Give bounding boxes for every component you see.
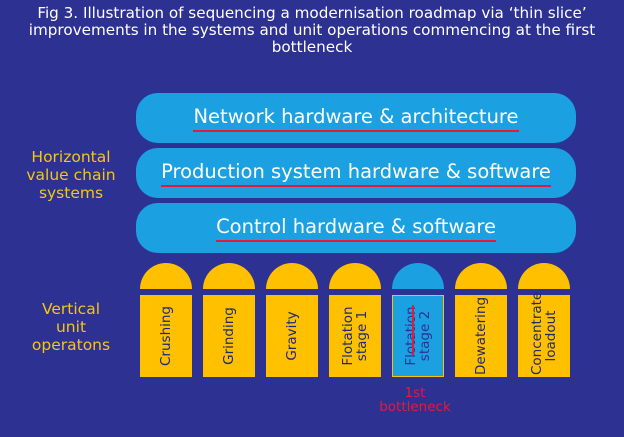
- bottleneck-marker-line: [412, 305, 414, 355]
- horizontal-label-line-1: Horizontal: [31, 148, 111, 166]
- unit-label-gravity: Gravity: [284, 311, 300, 361]
- unit-dome-crushing: [140, 263, 192, 289]
- unit-label-flotation-2: Flotation stage 2: [403, 306, 433, 366]
- horizontal-label-line-2: value chain: [26, 166, 116, 184]
- figure-caption: Fig 3. Illustration of sequencing a mode…: [28, 4, 596, 56]
- unit-dome-gravity: [266, 263, 318, 289]
- unit-column-flotation-2: Flotation stage 2: [392, 295, 444, 377]
- unit-label-dewatering: Dewatering: [473, 296, 489, 376]
- vertical-operations-label: Vertical unit operatons: [10, 300, 132, 354]
- layer-control: Control hardware & software: [136, 203, 576, 253]
- unit-label-concentrate-loadout: Concentrate loadout: [529, 291, 559, 375]
- layer-network-label: Network hardware & architecture: [193, 105, 519, 132]
- layer-production-system-label: Production system hardware & software: [161, 160, 551, 187]
- vertical-label-line-3: operatons: [31, 336, 111, 354]
- layer-network: Network hardware & architecture: [136, 93, 576, 143]
- bottleneck-label-line-2: bottleneck: [379, 399, 451, 415]
- unit-dome-dewatering: [455, 263, 507, 289]
- layer-production-system: Production system hardware & software: [136, 148, 576, 198]
- first-bottleneck-label: 1st bottleneck: [365, 386, 465, 414]
- horizontal-label-line-3: systems: [38, 184, 104, 202]
- horizontal-systems-label: Horizontal value chain systems: [10, 148, 132, 202]
- unit-dome-flotation-1: [329, 263, 381, 289]
- unit-column-gravity: Gravity: [266, 295, 318, 377]
- unit-column-dewatering: Dewatering: [455, 295, 507, 377]
- layer-control-label: Control hardware & software: [216, 215, 496, 242]
- unit-column-concentrate-loadout: Concentrate loadout: [518, 291, 570, 377]
- unit-column-flotation-1: Flotation stage 1: [329, 295, 381, 377]
- bottleneck-label-line-1: 1st: [404, 385, 426, 401]
- unit-column-grinding: Grinding: [203, 295, 255, 377]
- vertical-label-line-1: Vertical: [41, 300, 101, 318]
- unit-label-grinding: Grinding: [221, 307, 237, 365]
- unit-dome-grinding: [203, 263, 255, 289]
- vertical-label-line-2: unit: [55, 318, 87, 336]
- unit-label-flotation-1: Flotation stage 1: [340, 306, 370, 366]
- unit-dome-concentrate-loadout: [518, 263, 570, 289]
- unit-column-crushing: Crushing: [140, 295, 192, 377]
- unit-label-crushing: Crushing: [158, 306, 174, 366]
- unit-dome-flotation-2: [392, 263, 444, 289]
